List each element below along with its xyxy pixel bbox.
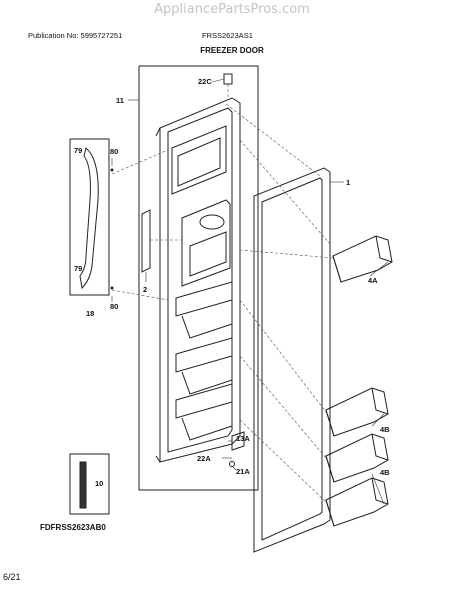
callout-4b-lower: 4B <box>380 468 390 477</box>
screw-dot-bottom <box>110 286 114 290</box>
hinge-screw-part <box>229 461 235 467</box>
tape-box <box>69 453 110 515</box>
nameplate <box>141 209 151 273</box>
callout-21a: 21A <box>236 467 250 476</box>
door-bin-middle <box>325 433 389 483</box>
section-title: FREEZER DOOR <box>200 46 264 55</box>
watermark: AppliancePartsPros.com <box>154 2 310 17</box>
door-outline-box <box>138 65 259 491</box>
handle <box>79 147 99 290</box>
callout-13a: 13A <box>236 434 250 443</box>
callout-80-top: 80 <box>110 147 119 156</box>
model-number: FRSS2623AS1 <box>202 31 253 40</box>
hinge-bushing-part <box>231 431 245 451</box>
callout-18: 18 <box>86 309 95 318</box>
callout-11: 11 <box>116 96 124 105</box>
door-bin-4b-upper <box>325 387 389 437</box>
callout-79-bottom: 79 <box>74 264 83 273</box>
callout-10: 10 <box>95 479 104 488</box>
door-liner <box>155 97 241 463</box>
callout-2: 2 <box>143 285 148 294</box>
door-bin-4b-lower <box>325 477 389 527</box>
callout-4b-upper: 4B <box>380 425 390 434</box>
page-number: 6/21 <box>3 572 21 582</box>
door-bin-4a <box>332 235 393 283</box>
drawing-code: FDFRSS2623AB0 <box>40 523 106 532</box>
callout-79-top: 79 <box>74 146 83 155</box>
callout-80-bottom: 80 <box>110 302 119 311</box>
dispenser-cap-part <box>223 73 233 85</box>
callout-4a: 4A <box>368 276 378 285</box>
screw-dot-top <box>110 168 114 172</box>
callout-22a: 22A <box>197 454 211 463</box>
callout-22c: 22C <box>198 77 212 86</box>
publication-number: Publication No: 5995727251 <box>28 31 123 40</box>
gasket-frame <box>253 167 331 553</box>
tape-strip <box>79 461 87 509</box>
callout-1: 1 <box>346 178 351 187</box>
handle-box <box>69 138 110 296</box>
